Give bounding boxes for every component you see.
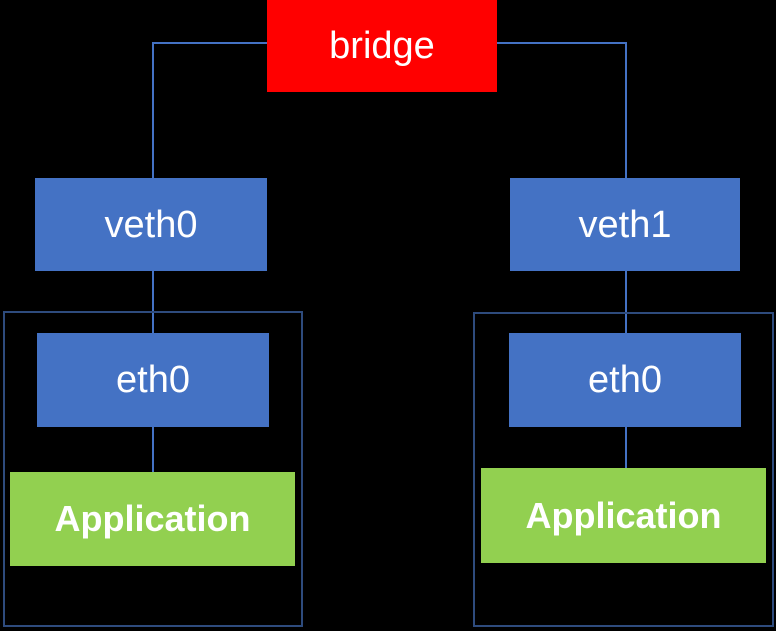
connector-bridge-to-veth0-vertical [152,42,154,178]
bridge-node: bridge [267,0,497,92]
application-node-left: Application [10,472,295,566]
namespace-container-left [3,311,303,627]
application-node-right: Application [481,468,766,563]
eth0-node-right-label: eth0 [588,359,662,401]
eth0-node-left-label: eth0 [116,359,190,401]
connector-bridge-to-veth1-horizontal [497,42,626,44]
connector-veth1-to-eth0 [625,271,627,333]
connector-bridge-to-veth1-vertical [625,42,627,178]
connector-eth0-to-application-left [152,427,154,472]
application-node-right-label: Application [525,494,722,536]
bridge-node-label: bridge [329,25,435,67]
eth0-node-right: eth0 [509,333,741,427]
veth1-node-label: veth1 [578,203,672,246]
veth1-node: veth1 [510,178,740,271]
connector-eth0-to-application-right [625,427,627,468]
application-node-left-label: Application [54,498,251,539]
connector-bridge-to-veth0-horizontal [152,42,267,44]
eth0-node-left: eth0 [37,333,269,427]
veth0-node-label: veth0 [104,203,198,246]
veth0-node: veth0 [35,178,267,271]
connector-veth0-to-eth0 [152,271,154,333]
namespace-container-right [473,312,774,627]
